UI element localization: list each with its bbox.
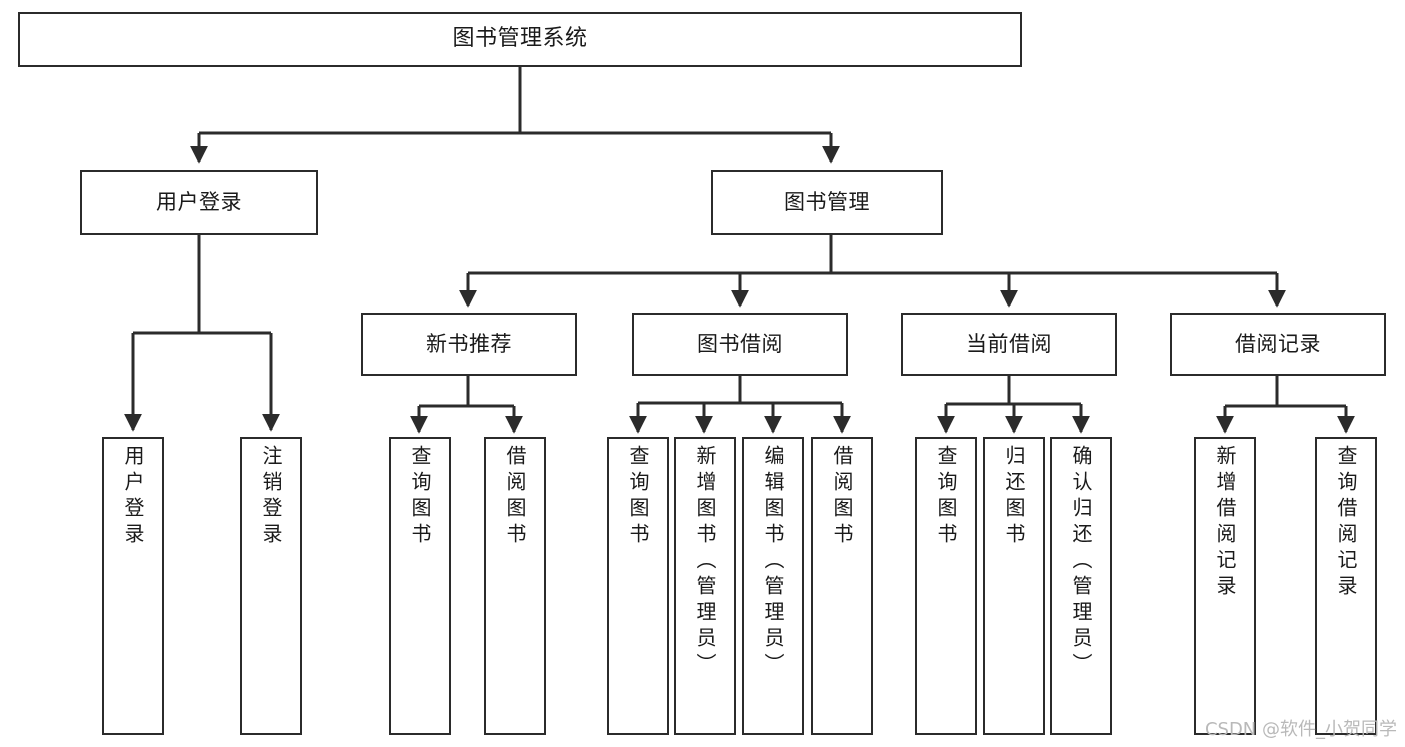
node-book-management[interactable]: 图书管理 [711,170,943,235]
node-label: 查询图书 [408,445,432,549]
node-borrow-record[interactable]: 借阅记录 [1170,313,1386,376]
leaf-user-login-login[interactable]: 用户登录 [102,437,164,735]
node-label: 借阅图书 [830,445,854,549]
node-label: 确认归还（管理员） [1069,445,1093,679]
node-root-system[interactable]: 图书管理系统 [18,12,1022,67]
node-book-borrow[interactable]: 图书借阅 [632,313,848,376]
leaf-borrow-edit-book-admin[interactable]: 编辑图书（管理员） [742,437,804,735]
node-new-book-recommend[interactable]: 新书推荐 [361,313,577,376]
node-label: 注销登录 [259,445,283,549]
node-label: 当前借阅 [966,331,1052,356]
leaf-recommend-query-book[interactable]: 查询图书 [389,437,451,735]
leaf-record-query-record[interactable]: 查询借阅记录 [1315,437,1377,735]
node-label: 归还图书 [1002,445,1026,549]
node-label: 新书推荐 [426,331,512,356]
node-user-login[interactable]: 用户登录 [80,170,318,235]
node-label: 借阅图书 [503,445,527,549]
node-label: 图书借阅 [697,331,783,356]
node-label: 新增图书（管理员） [693,445,717,679]
node-label: 新增借阅记录 [1213,445,1237,601]
leaf-record-add-record[interactable]: 新增借阅记录 [1194,437,1256,735]
leaf-borrow-add-book-admin[interactable]: 新增图书（管理员） [674,437,736,735]
leaf-recommend-borrow-book[interactable]: 借阅图书 [484,437,546,735]
node-label: 查询借阅记录 [1334,445,1358,601]
node-label: 查询图书 [934,445,958,549]
node-label: 用户登录 [121,445,145,549]
node-label: 查询图书 [626,445,650,549]
watermark-text: CSDN @软件_小贺同学 [1204,719,1397,740]
node-current-borrow[interactable]: 当前借阅 [901,313,1117,376]
leaf-current-query-book[interactable]: 查询图书 [915,437,977,735]
leaf-current-confirm-return-admin[interactable]: 确认归还（管理员） [1050,437,1112,735]
leaf-user-login-logout[interactable]: 注销登录 [240,437,302,735]
node-label: 图书管理系统 [452,26,588,52]
leaf-borrow-borrow-book[interactable]: 借阅图书 [811,437,873,735]
node-label: 借阅记录 [1235,331,1321,356]
node-label: 编辑图书（管理员） [761,445,785,679]
leaf-current-return-book[interactable]: 归还图书 [983,437,1045,735]
leaf-borrow-query-book[interactable]: 查询图书 [607,437,669,735]
node-label: 图书管理 [784,189,870,214]
node-label: 用户登录 [156,189,242,214]
